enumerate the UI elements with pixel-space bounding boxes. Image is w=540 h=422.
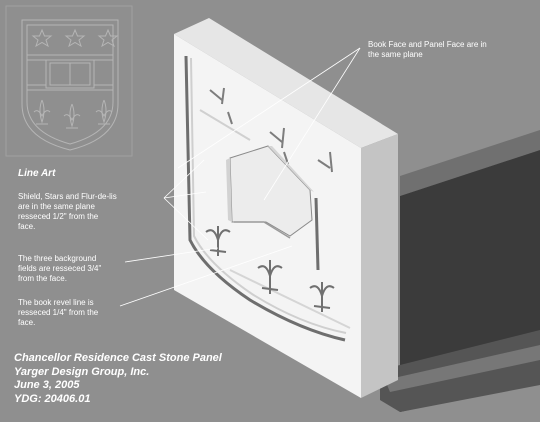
title-line-number: YDG: 20406.01 [14, 392, 91, 405]
line-art-heading: Line Art [18, 168, 56, 179]
title-line-firm: Yarger Design Group, Inc. [14, 365, 150, 378]
background-note: The three background fields are resseced… [18, 254, 102, 283]
shield-note: Shield, Stars and Flur-de-lis are in the… [18, 192, 117, 231]
leader-lines [119, 47, 361, 307]
title-line-date: June 3, 2005 [14, 379, 80, 391]
cast-shadow [380, 130, 540, 412]
cast-stone-panel [174, 18, 398, 398]
book-face-note: Book Face and Panel Face are in the same… [368, 40, 487, 59]
title-line-project: Chancellor Residence Cast Stone Panel [14, 352, 222, 364]
revel-note: The book revel line is resseced 1/4" fro… [18, 298, 99, 327]
title-block: Chancellor Residence Cast Stone Panel Ya… [14, 352, 222, 406]
line-art-shield [5, 5, 133, 157]
